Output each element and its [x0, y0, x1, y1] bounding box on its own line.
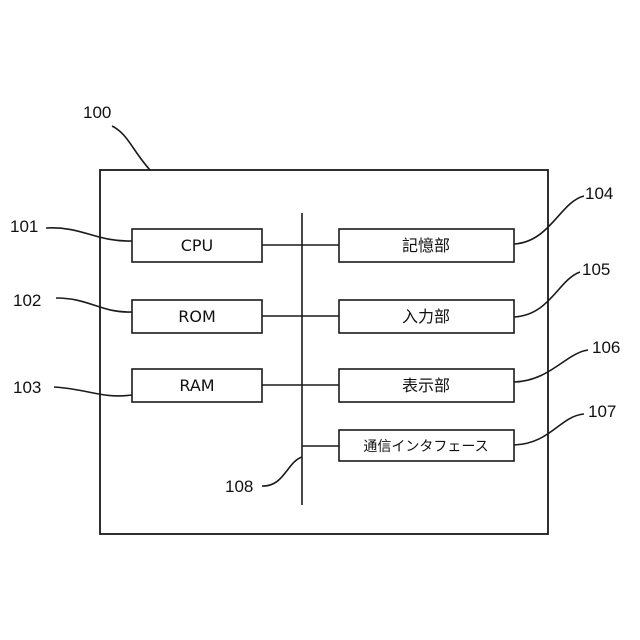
rom-block-label: ROM	[178, 307, 216, 326]
input-block-label: 入力部	[402, 307, 450, 326]
device-frame	[100, 170, 548, 534]
display-ref-label: 106	[592, 338, 620, 357]
device-ref-label: 100	[83, 103, 111, 122]
ram-ref-label: 103	[13, 378, 41, 397]
display-block-label: 表示部	[402, 376, 450, 395]
comm-ref-label: 107	[588, 402, 616, 421]
cpu-ref-label: 101	[10, 217, 38, 236]
device-leader-line	[112, 126, 150, 170]
storage-block-label: 記憶部	[402, 236, 450, 255]
comm-interface-block-label: 通信インタフェース	[363, 439, 488, 455]
storage-ref-label: 104	[585, 184, 613, 203]
ram-block-label: RAM	[179, 376, 214, 395]
input-ref-label: 105	[582, 260, 610, 279]
bus-ref-label: 108	[225, 477, 253, 496]
cpu-block-label: CPU	[181, 236, 214, 255]
rom-ref-label: 102	[13, 291, 41, 310]
